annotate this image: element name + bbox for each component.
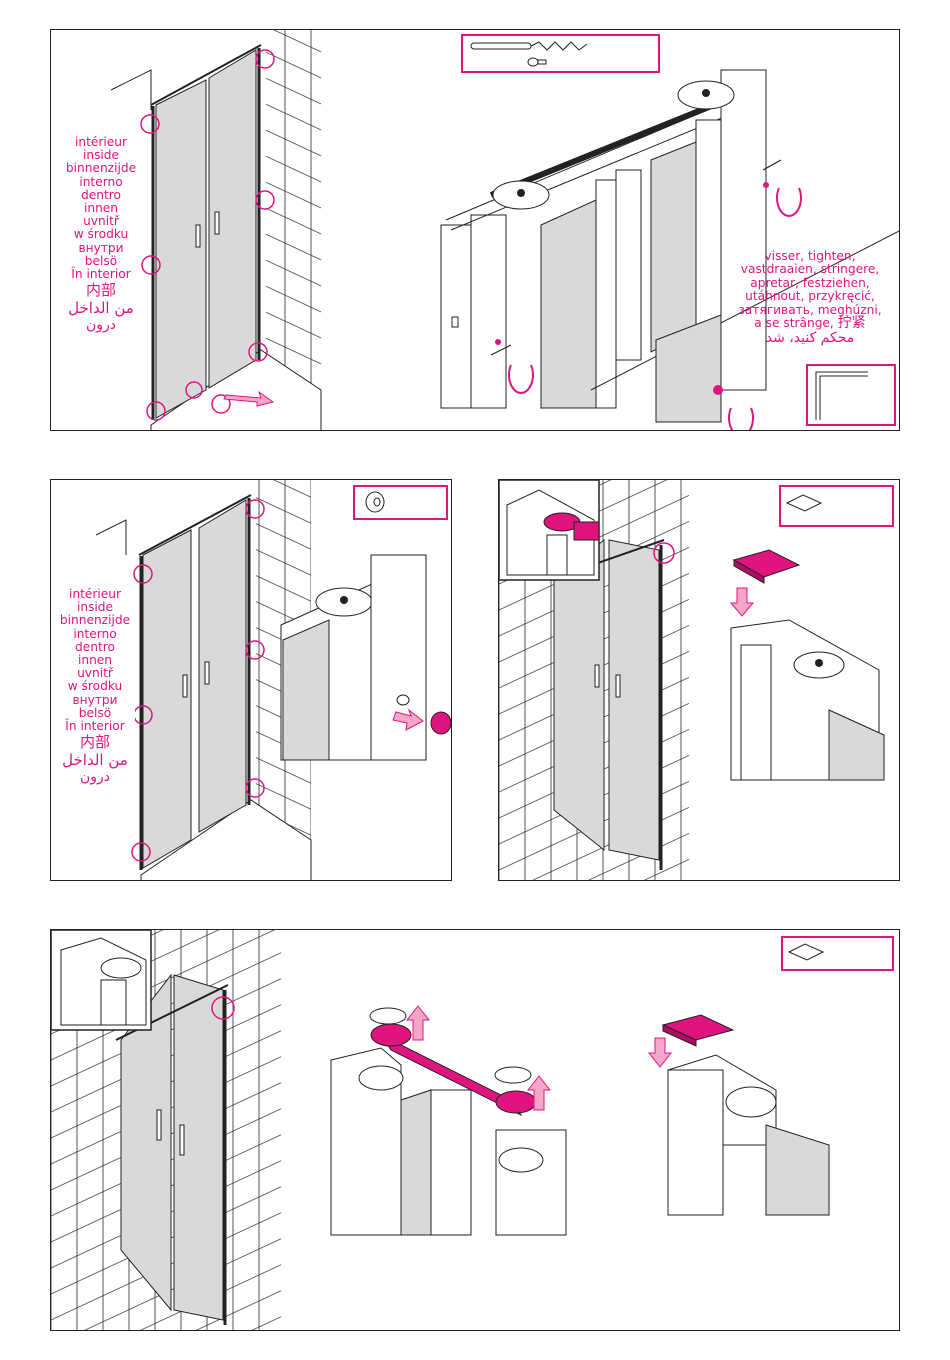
step-4-panel <box>50 929 900 1331</box>
tighten-label-5: затягивать, meghúzni, <box>738 302 882 317</box>
inside-label-nl: binnenzijde <box>59 613 131 628</box>
screw-icon <box>490 159 782 356</box>
door-right <box>208 49 257 389</box>
glass-pane-detail <box>282 619 330 761</box>
tighten-label-6-row: a se strânge, 拧紧 <box>735 315 885 332</box>
tighten-label-ar: محکم کنید، شد <box>765 330 855 347</box>
inside-label-nl: binnenzijde <box>65 161 137 176</box>
inside-label-es: dentro <box>81 187 121 202</box>
profile-corner-icon <box>815 371 868 420</box>
inside-label-fr: intérieur <box>68 587 122 601</box>
inside-label-ro: În interior <box>65 719 125 734</box>
inside-label-zh: 内部 <box>79 733 110 752</box>
door-panel <box>553 538 605 852</box>
inside-label-ar: من الداخل <box>62 751 128 770</box>
up-arrow-icon <box>526 1075 552 1111</box>
inside-label-fr: intérieur <box>74 135 128 149</box>
inside-label-it: interno <box>73 626 117 641</box>
door-right <box>198 499 247 833</box>
inside-label-it: interno <box>79 174 123 189</box>
cover-plate-icon <box>787 943 825 961</box>
cover-plate-icon <box>732 549 801 578</box>
up-arrow-icon <box>405 1005 431 1041</box>
glass-pane-detail <box>400 1089 432 1236</box>
inside-label-pl: w środku <box>67 679 123 694</box>
inside-label-block: intérieur inside binnenzijde interno den… <box>59 135 143 334</box>
cap-icon <box>430 711 451 735</box>
inside-label-en: inside <box>76 600 114 615</box>
step-3-panel <box>498 479 900 881</box>
door-panel <box>120 973 172 1312</box>
connecting-bar <box>370 1023 537 1117</box>
inside-label-es: dentro <box>75 639 115 654</box>
step-3-diagram <box>499 480 885 880</box>
inside-label-pl: w środku <box>73 227 129 242</box>
washer-icon <box>396 694 410 706</box>
washer-icon <box>365 491 385 513</box>
fixing-point-marker <box>653 542 675 564</box>
slide-arrow-icon <box>392 708 424 731</box>
door-left <box>142 529 192 869</box>
tighten-label-3: apretar, festziehen, <box>750 275 870 290</box>
step-2-diagram <box>95 480 451 880</box>
fixing-point-marker <box>211 996 235 1020</box>
inside-label-ar: من الداخل <box>68 299 134 318</box>
tighten-label-zh: 拧紧 <box>837 315 866 332</box>
inside-label-fa: درون <box>85 317 117 334</box>
inside-label-zh: 内部 <box>85 281 116 300</box>
tighten-label-6: a se strânge, <box>754 316 834 331</box>
step-2-panel: intérieur inside binnenzijde interno den… <box>50 479 452 881</box>
rotate-arrow-icon <box>369 1007 532 1084</box>
step-1-panel: intérieur inside binnenzijde interno den… <box>50 29 900 431</box>
parts-box-cover-plate <box>781 936 894 971</box>
rotate-arrow-icon <box>508 187 802 430</box>
inside-label-en: inside <box>82 148 120 163</box>
step-4-diagram <box>51 930 830 1330</box>
inside-label-block: intérieur inside binnenzijde interno den… <box>55 587 135 786</box>
parts-box-profile <box>806 364 896 426</box>
inside-label-fa: درون <box>79 769 111 786</box>
screw-icon <box>470 41 588 51</box>
glass-pane-detail <box>540 199 597 409</box>
door-left <box>155 79 207 419</box>
tighten-label-4: utáhnout, przykręcić, <box>745 289 875 304</box>
parts-box-screws <box>461 34 660 73</box>
glass-pane-detail <box>828 709 885 781</box>
wall-tiles <box>266 30 321 430</box>
fixing-point-markers <box>131 499 265 862</box>
inside-label-de: innen <box>77 653 113 668</box>
cover-plate-icon <box>785 494 823 512</box>
parts-box-cap <box>353 485 448 520</box>
tighten-label-1: visser, tighten, <box>764 249 856 263</box>
inside-label-ro: În interior <box>71 267 131 282</box>
tighten-label-block: visser, tighten, vastdraaien, stringere,… <box>735 249 885 347</box>
inside-label-hu: belsö <box>84 253 118 268</box>
inside-label-cs: uvnitř <box>83 214 119 229</box>
tighten-label-2: vastdraaien, stringere, <box>740 262 880 277</box>
glass-pane-detail <box>765 1124 830 1216</box>
inside-label-ru: внутри <box>72 692 118 707</box>
inside-label-ru: внутри <box>78 240 124 255</box>
down-arrow-icon <box>729 587 755 617</box>
inside-label-de: innen <box>83 201 119 216</box>
step-1-diagram <box>110 30 899 430</box>
parts-box-cover-plate <box>779 485 894 527</box>
inside-label-cs: uvnitř <box>77 666 113 681</box>
inside-label-hu: belsö <box>78 705 112 720</box>
washer-icon <box>527 57 547 67</box>
down-arrow-icon <box>647 1037 673 1068</box>
fixing-point-markers <box>140 49 275 421</box>
slide-arrow-icon <box>223 390 275 407</box>
